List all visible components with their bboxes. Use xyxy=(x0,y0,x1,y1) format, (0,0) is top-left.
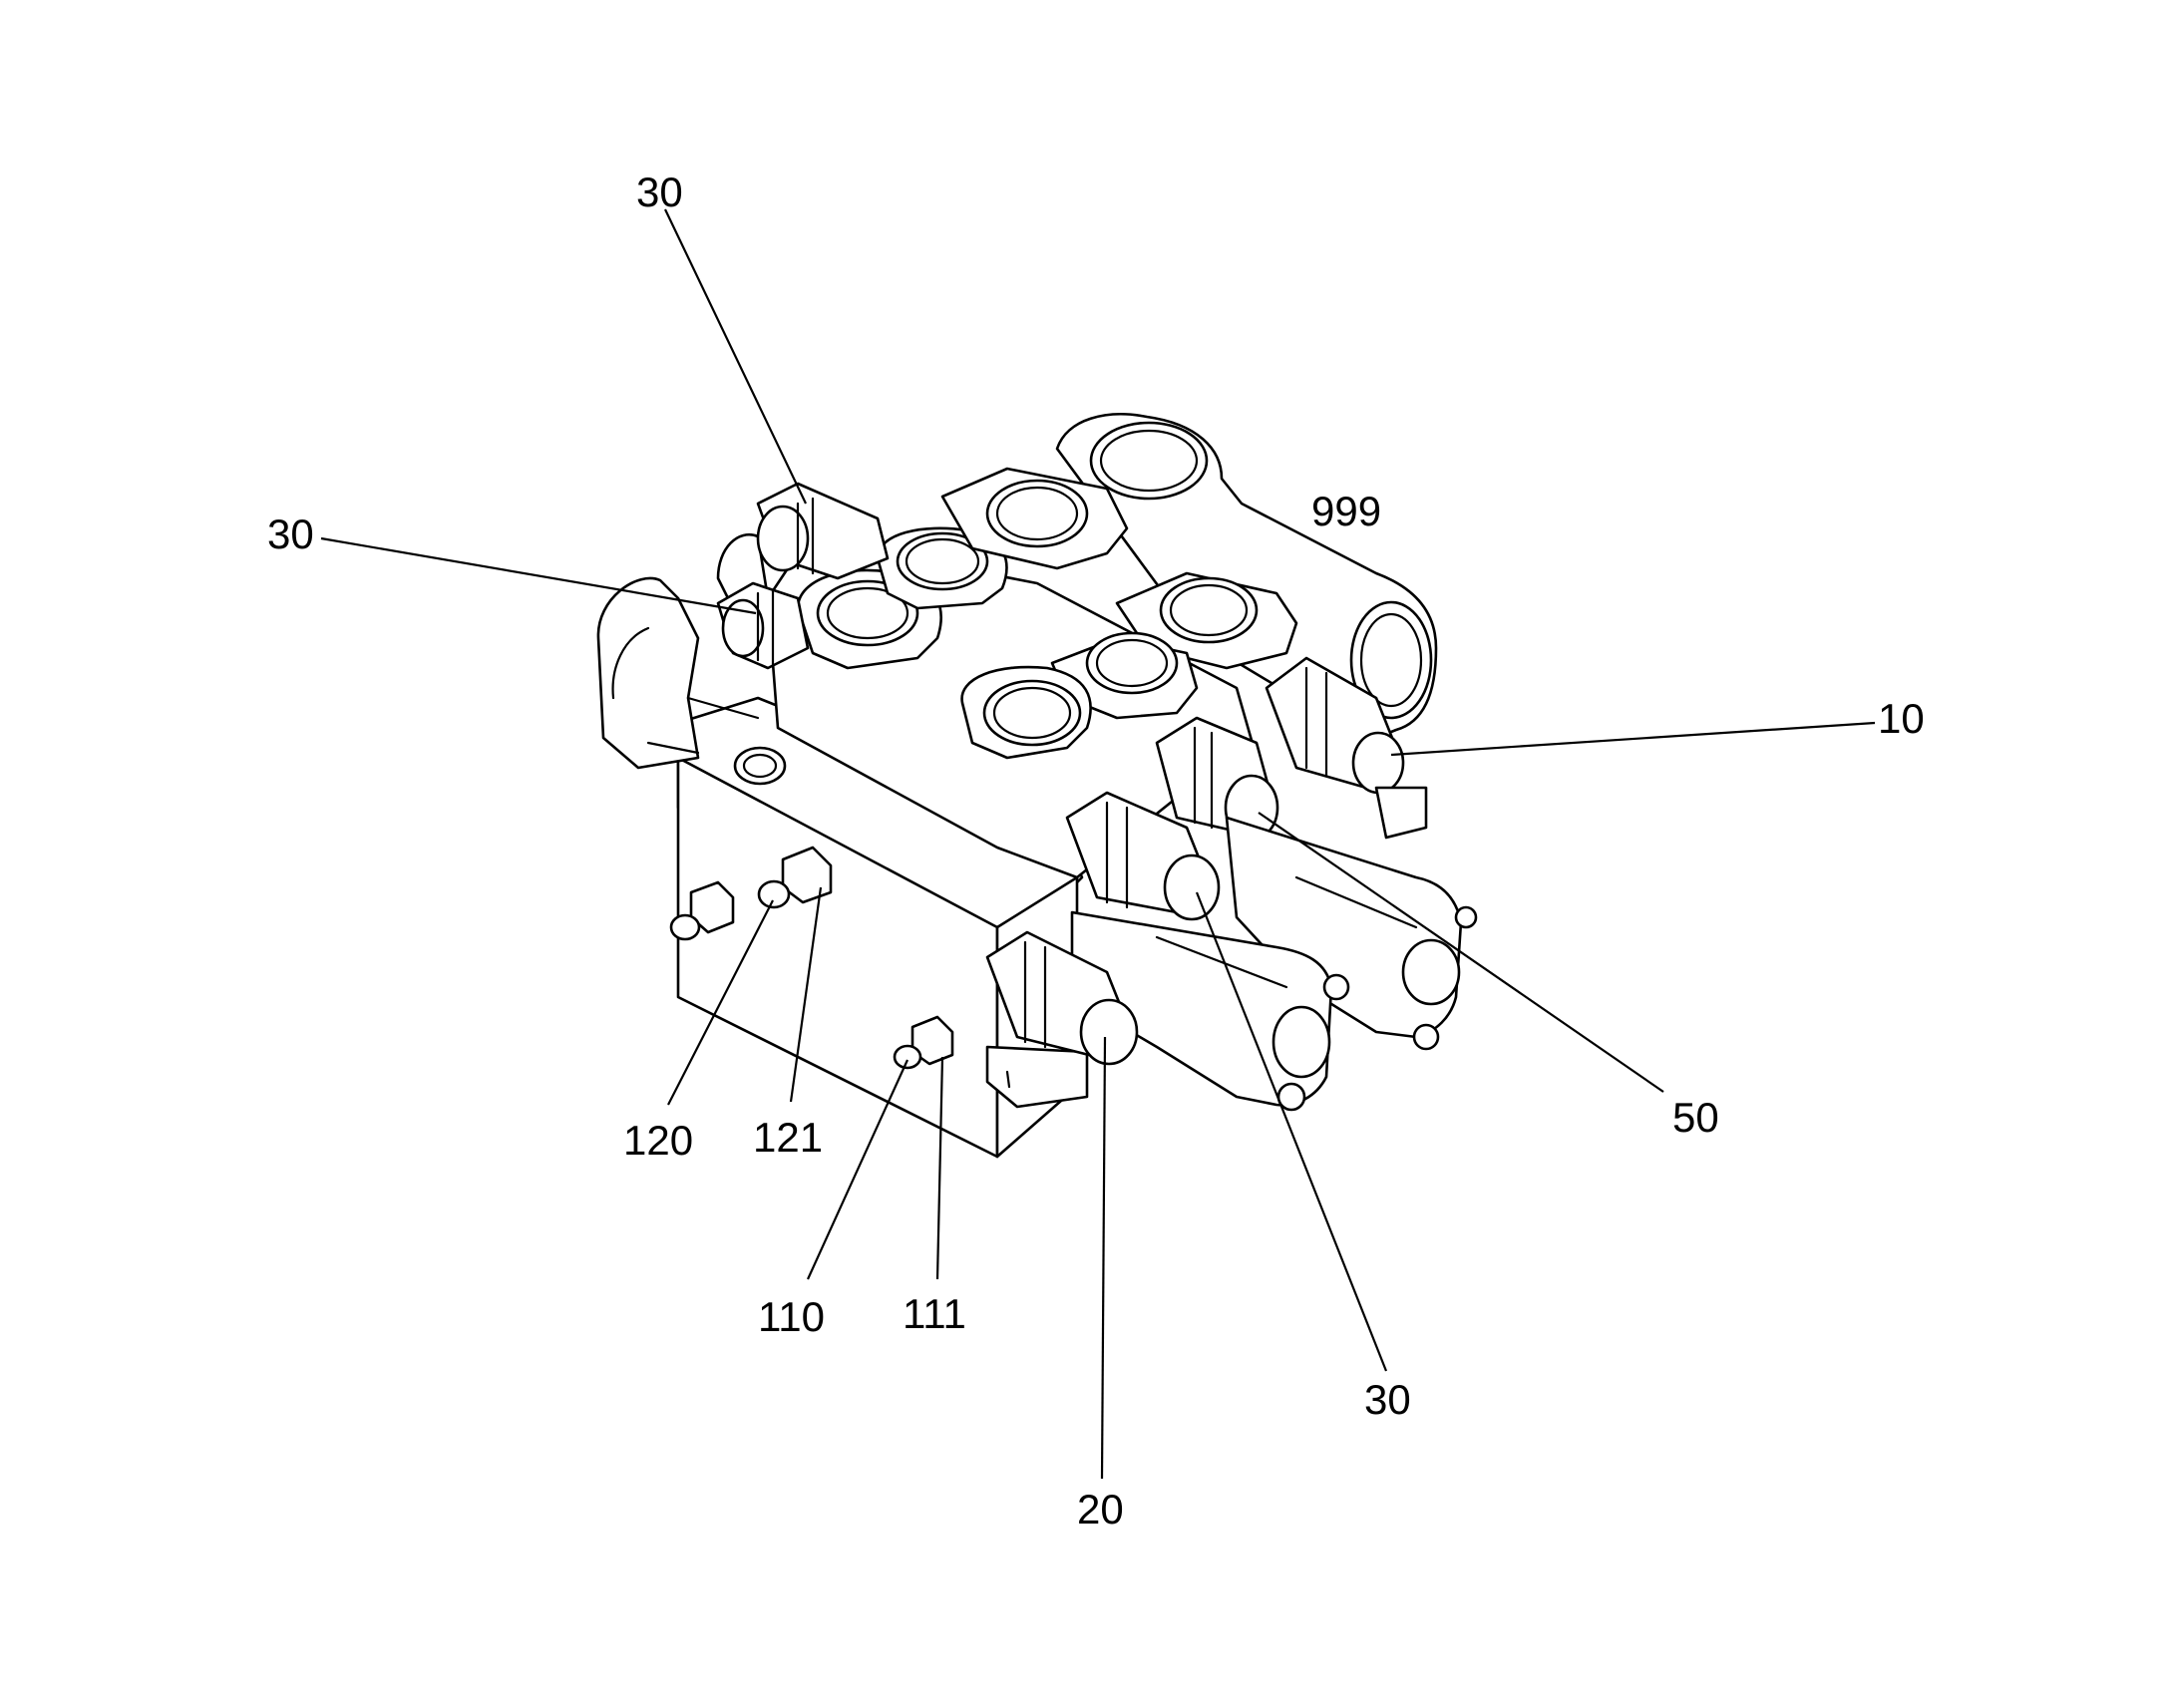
left-end-cover xyxy=(596,533,770,770)
upper-manifold xyxy=(766,413,1438,879)
callout-10: 10 xyxy=(1878,695,1925,742)
callout-30-top: 30 xyxy=(636,169,683,215)
spool-cap-30-front xyxy=(1065,791,1221,921)
leader-50 xyxy=(1258,812,1664,1093)
leader-lines xyxy=(320,208,1876,1480)
assembly-label: 999 xyxy=(1311,488,1381,534)
callout-30-bottom: 30 xyxy=(1364,1376,1411,1423)
callout-111: 111 xyxy=(903,1290,966,1337)
callout-110: 110 xyxy=(758,1293,825,1340)
callout-labels: 999 30 30 10 50 30 20 120 121 110 111 xyxy=(267,169,1925,1533)
leader-30-bottom xyxy=(1195,891,1388,1372)
leader-10 xyxy=(1390,721,1876,757)
callout-30-left: 30 xyxy=(267,511,314,557)
callout-20: 20 xyxy=(1077,1486,1124,1533)
leader-110 xyxy=(806,1059,909,1280)
callout-50: 50 xyxy=(1672,1094,1719,1141)
leader-121 xyxy=(789,886,823,1103)
leader-20 xyxy=(1100,1036,1107,1480)
spool-cap-10 xyxy=(1265,656,1428,840)
callout-120: 120 xyxy=(623,1117,693,1164)
fitting-121 xyxy=(757,846,833,909)
spool-cap-20 xyxy=(985,930,1139,1066)
leader-30-left xyxy=(320,536,757,615)
spool-cap-top-left xyxy=(756,482,890,580)
actuator-housing-front xyxy=(1070,910,1350,1112)
leader-30-top xyxy=(664,208,807,505)
spool-cap-mid-left xyxy=(716,581,810,670)
leader-120 xyxy=(667,899,774,1106)
actuator-housing-right xyxy=(1225,816,1478,1051)
callout-121: 121 xyxy=(753,1114,823,1161)
fitting-120 xyxy=(669,880,735,941)
leader-111 xyxy=(935,1056,944,1280)
fitting-110 xyxy=(893,1015,954,1070)
